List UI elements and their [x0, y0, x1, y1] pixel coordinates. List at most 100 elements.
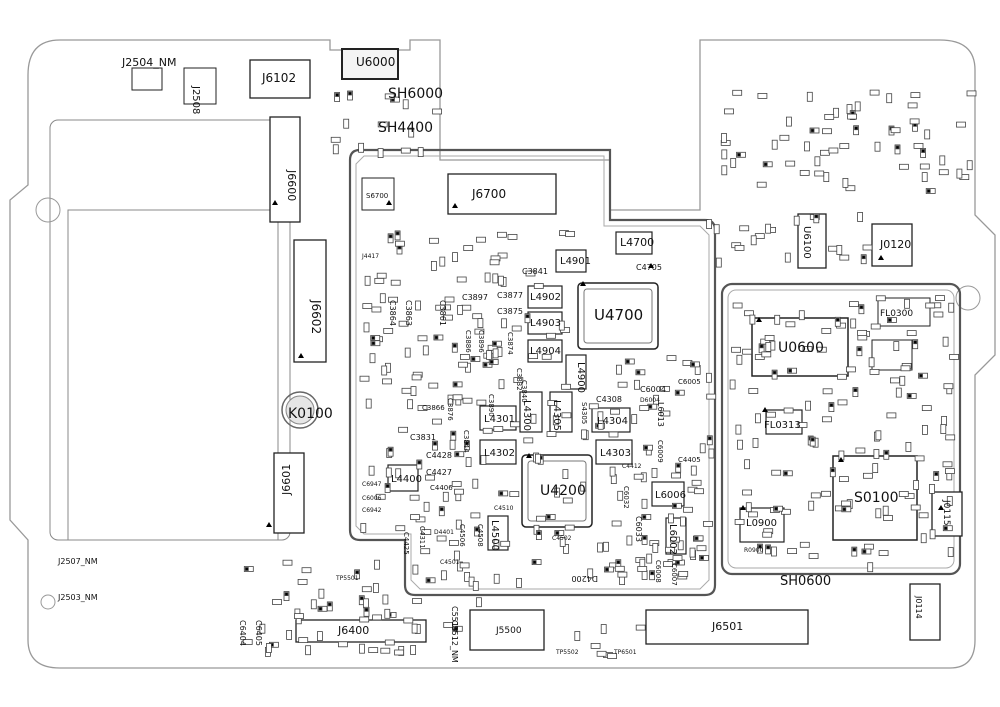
pin1-marker	[483, 362, 488, 367]
passive-pad	[715, 257, 722, 268]
pin1-marker	[644, 445, 648, 450]
pin1-marker	[861, 255, 866, 260]
passive-pad	[925, 188, 936, 194]
passive-pad	[938, 169, 949, 176]
passive-pad	[368, 465, 375, 476]
passive-pad	[359, 375, 370, 382]
pin1-marker	[759, 344, 764, 349]
component-label-j4417: J4417	[361, 253, 379, 260]
passive-pad	[872, 463, 879, 474]
passive-pad	[626, 535, 633, 546]
passive-pad	[411, 374, 422, 381]
pin1-marker	[439, 507, 444, 512]
pin1-marker	[616, 560, 621, 565]
pin1-marker	[888, 318, 892, 322]
passive-pad	[533, 283, 544, 289]
pin1-marker	[388, 234, 393, 239]
component-label-l4302: L4302	[484, 448, 515, 459]
passive-pad	[597, 542, 603, 553]
passive-pad	[536, 530, 542, 540]
pin1-marker	[385, 484, 390, 488]
connector-j6501	[645, 609, 809, 645]
passive-pad	[783, 407, 794, 414]
connector-j5500	[469, 609, 545, 651]
passive-pad	[649, 570, 655, 581]
passive-pad	[836, 245, 843, 255]
passive-pad	[906, 330, 917, 337]
passive-pad	[412, 564, 419, 575]
passive-pad	[805, 400, 811, 411]
passive-pad	[706, 393, 717, 400]
passive-pad	[610, 408, 620, 415]
pin1-marker	[648, 404, 653, 409]
passive-pad	[771, 369, 778, 380]
component-label-c4501: C4501	[440, 559, 460, 566]
pin1-marker	[642, 515, 647, 519]
passive-pad	[438, 506, 445, 517]
passive-pad	[497, 275, 504, 286]
pin1-marker	[453, 382, 458, 387]
passive-pad	[887, 317, 897, 323]
passive-pad	[668, 513, 674, 524]
passive-pad	[361, 586, 372, 593]
pin1-marker	[852, 547, 857, 552]
passive-pad	[913, 480, 919, 490]
passive-pad	[390, 279, 401, 286]
passive-pad	[861, 548, 872, 555]
passive-pad	[724, 108, 734, 115]
pin1-marker	[537, 531, 541, 535]
passive-pad	[721, 149, 728, 160]
passive-pad	[757, 93, 768, 99]
passive-pad	[828, 402, 835, 413]
passive-pad	[823, 172, 830, 183]
passive-pad	[484, 272, 491, 283]
passive-pad	[588, 403, 599, 410]
passive-pad	[802, 346, 813, 353]
component-label-sh0600: SH0600	[780, 574, 831, 589]
pin1-marker	[489, 359, 494, 364]
component-label-c4412: C4412	[622, 463, 642, 470]
passive-pad	[784, 252, 791, 263]
component-label-l4300: L4300	[521, 400, 532, 431]
component-label-c3831: C3831	[410, 433, 436, 442]
passive-pad	[850, 318, 857, 329]
passive-pad	[762, 531, 773, 538]
component-label-sh4400: SH4400	[378, 120, 433, 136]
pin1-marker	[862, 549, 867, 554]
passive-pad	[847, 113, 857, 120]
passive-pad	[808, 500, 815, 511]
pin1-marker	[895, 145, 900, 150]
passive-pad	[436, 535, 447, 542]
passive-pad	[394, 230, 401, 241]
passive-pad	[890, 127, 901, 134]
passive-pad	[547, 400, 558, 406]
passive-pad	[699, 443, 706, 454]
passive-pad	[368, 647, 379, 653]
passive-pad	[493, 573, 500, 584]
component-label-l4700: L4700	[620, 236, 654, 249]
component-j2504	[131, 67, 163, 91]
passive-pad	[412, 598, 422, 604]
pin1-marker	[359, 596, 364, 601]
component-label-c3876: C3876	[446, 398, 454, 421]
component-label-d4200: D4200	[571, 574, 598, 583]
passive-pad	[899, 375, 906, 386]
passive-pad	[617, 381, 628, 388]
passive-pad	[439, 256, 446, 267]
passive-pad	[785, 160, 796, 167]
pin1-marker	[348, 91, 352, 96]
passive-pad	[480, 455, 487, 465]
passive-pad	[933, 471, 940, 481]
passive-pad	[949, 353, 959, 360]
passive-pad	[721, 165, 728, 176]
component-label-j6102: J6102	[261, 71, 296, 85]
passive-pad	[369, 353, 376, 364]
passive-pad	[561, 412, 572, 419]
passive-pad	[475, 597, 482, 608]
passive-pad	[608, 431, 619, 438]
passive-pad	[875, 508, 882, 519]
pin1-marker	[284, 592, 289, 596]
component-label-u4200: U4200	[540, 483, 586, 499]
component-label-r0900: R0900	[744, 547, 764, 554]
